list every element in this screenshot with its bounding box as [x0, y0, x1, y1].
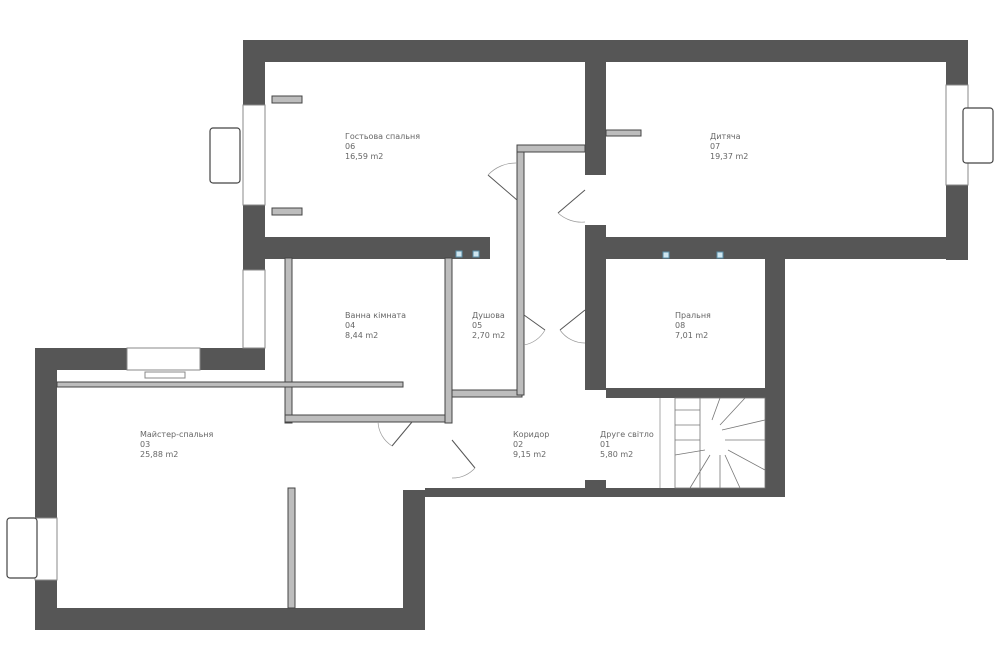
wall-master-top-left — [35, 348, 127, 370]
room-label-bath: Ванна кімната 04 8,44 m2 — [345, 311, 406, 340]
room-name: Ванна кімната — [345, 311, 406, 320]
partition-guest-top — [271, 95, 303, 104]
room-number: 01 — [600, 440, 610, 449]
door-guest — [487, 174, 518, 201]
partition-bath-bottom — [284, 414, 446, 423]
partition-corridor-left — [516, 144, 525, 396]
door-laundry — [559, 309, 586, 331]
room-area: 5,80 m2 — [600, 450, 633, 459]
radiators — [6, 107, 994, 579]
vent-marker — [472, 250, 480, 258]
room-area: 7,01 m2 — [675, 331, 708, 340]
window-guest — [242, 104, 266, 206]
wall-laundry-bottom — [606, 388, 765, 398]
partition-master-top — [56, 381, 404, 388]
room-number: 07 — [710, 142, 720, 151]
radiator-kids — [962, 107, 994, 164]
room-number: 03 — [140, 440, 150, 449]
room-label-guest: Гостьова спальня 06 16,59 m2 — [345, 132, 420, 161]
room-number: 06 — [345, 142, 355, 151]
door-master — [451, 439, 476, 469]
door-shower — [523, 314, 546, 331]
wall-master-bottom — [35, 608, 425, 630]
room-area: 8,44 m2 — [345, 331, 378, 340]
room-label-kids: Дитяча 07 19,37 m2 — [710, 132, 748, 161]
wall-kids-bottom — [606, 237, 968, 259]
door-bath — [391, 421, 413, 447]
partition-shower-bottom — [451, 389, 523, 398]
partition-wardrobe — [287, 487, 296, 609]
partitions — [56, 95, 642, 609]
room-name: Пральня — [675, 311, 711, 320]
room-area: 2,70 m2 — [472, 331, 505, 340]
wall-kids-right-upper — [946, 40, 968, 85]
wall-master-left-upper — [35, 348, 57, 518]
radiator-master — [6, 517, 38, 579]
window-master-top — [126, 347, 201, 371]
wall-master-right — [403, 490, 425, 630]
room-name: Гостьова спальня — [345, 132, 420, 141]
room-label-master: Майстер-спальня 03 25,88 m2 — [140, 430, 214, 459]
wall-left-stub — [243, 260, 265, 270]
wall-middle-upper — [585, 40, 606, 175]
wall-middle-lower — [585, 225, 606, 390]
doors — [377, 162, 586, 479]
room-area: 16,59 m2 — [345, 152, 383, 161]
staircase — [674, 397, 766, 489]
wall-guest-left-upper — [243, 40, 265, 105]
wall-guest-bottom — [265, 237, 490, 259]
room-label-laundry: Пральня 08 7,01 m2 — [675, 311, 711, 340]
partition-guest-bottom — [271, 207, 303, 216]
door-kids — [557, 189, 586, 214]
wall-master-top-right — [200, 348, 265, 370]
room-number: 05 — [472, 321, 482, 330]
wall-laundry-right — [765, 259, 785, 495]
vent-marker — [662, 251, 670, 259]
room-number: 08 — [675, 321, 685, 330]
room-area: 9,15 m2 — [513, 450, 546, 459]
walls — [35, 40, 968, 630]
room-name: Майстер-спальня — [140, 430, 214, 439]
partition-bath-left — [284, 257, 293, 424]
partition-kids-stub — [605, 129, 642, 137]
room-area: 19,37 m2 — [710, 152, 748, 161]
room-area: 25,88 m2 — [140, 450, 178, 459]
partition-corridor-top — [516, 144, 586, 153]
room-name: Душова — [472, 311, 505, 320]
window-sill — [144, 371, 186, 379]
vent-marker — [455, 250, 463, 258]
wall-guest-left-lower — [243, 205, 265, 260]
room-name: Коридор — [513, 430, 549, 439]
vent-marker — [716, 251, 724, 259]
room-number: 04 — [345, 321, 355, 330]
window-bath — [242, 269, 266, 349]
room-name: Дитяча — [710, 132, 741, 141]
room-label-second-light: Друге світло 01 5,80 m2 — [600, 430, 654, 459]
radiator-guest — [209, 127, 241, 184]
windows — [34, 84, 969, 581]
room-label-corridor: Коридор 02 9,15 m2 — [513, 430, 549, 459]
window-master-left — [34, 517, 58, 581]
room-label-shower: Душова 05 2,70 m2 — [472, 311, 505, 340]
wall-stub — [585, 480, 606, 497]
room-number: 02 — [513, 440, 523, 449]
partition-bath-right — [444, 257, 453, 424]
room-name: Друге світло — [600, 430, 654, 439]
